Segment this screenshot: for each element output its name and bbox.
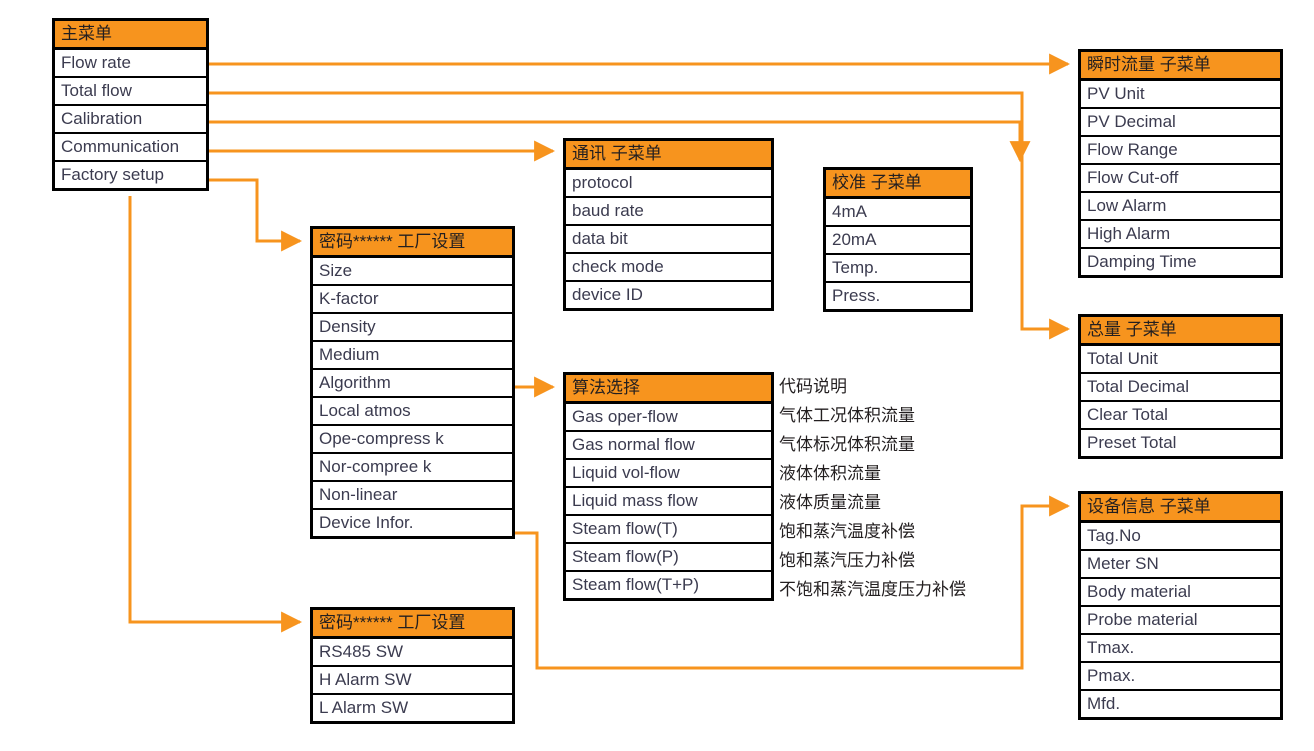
code-description-gas-normal-flow: 气体标况体积流量 xyxy=(779,435,915,454)
flow-rate-item-pv-decimal[interactable]: PV Decimal xyxy=(1081,109,1280,137)
factory-setup-2-menu-box: 密码****** 工厂设置 RS485 SW H Alarm SW L Alar… xyxy=(310,607,515,724)
code-description-header: 代码说明 xyxy=(779,377,847,396)
factory-setup-menu-box: 密码****** 工厂设置 Size K-factor Density Medi… xyxy=(310,226,515,539)
algorithm-item-liquid-mass-flow[interactable]: Liquid mass flow xyxy=(566,488,771,516)
main-menu-box: 主菜单 Flow rate Total flow Calibration Com… xyxy=(52,18,209,191)
calibration-item-temp[interactable]: Temp. xyxy=(826,255,970,283)
calibration-item-4ma[interactable]: 4mA xyxy=(826,199,970,227)
total-flow-item-preset-total[interactable]: Preset Total xyxy=(1081,430,1280,456)
communication-item-baud-rate[interactable]: baud rate xyxy=(566,198,771,226)
device-info-item-body-material[interactable]: Body material xyxy=(1081,579,1280,607)
device-info-menu-box: 设备信息 子菜单 Tag.No Meter SN Body material P… xyxy=(1078,491,1283,720)
flow-rate-item-pv-unit[interactable]: PV Unit xyxy=(1081,81,1280,109)
factory-setup-item-non-linear[interactable]: Non-linear xyxy=(313,482,512,510)
main-menu-header: 主菜单 xyxy=(55,21,206,50)
communication-item-data-bit[interactable]: data bit xyxy=(566,226,771,254)
factory-setup-item-local-atmos[interactable]: Local atmos xyxy=(313,398,512,426)
communication-item-protocol[interactable]: protocol xyxy=(566,170,771,198)
communication-menu-header: 通讯 子菜单 xyxy=(566,141,771,170)
device-info-item-meter-sn[interactable]: Meter SN xyxy=(1081,551,1280,579)
factory-setup-2-item-h-alarm-sw[interactable]: H Alarm SW xyxy=(313,667,512,695)
total-flow-item-total-decimal[interactable]: Total Decimal xyxy=(1081,374,1280,402)
algorithm-item-liquid-vol-flow[interactable]: Liquid vol-flow xyxy=(566,460,771,488)
device-info-item-pmax[interactable]: Pmax. xyxy=(1081,663,1280,691)
factory-setup-item-density[interactable]: Density xyxy=(313,314,512,342)
algorithm-item-steam-flow-p[interactable]: Steam flow(P) xyxy=(566,544,771,572)
code-description-steam-flow-p: 饱和蒸汽压力补偿 xyxy=(779,551,915,570)
flow-rate-item-high-alarm[interactable]: High Alarm xyxy=(1081,221,1280,249)
factory-setup-item-device-infor[interactable]: Device Infor. xyxy=(313,510,512,536)
main-menu-item-factory-setup[interactable]: Factory setup xyxy=(55,162,206,188)
wire-factory-setup-1 xyxy=(209,178,303,252)
algorithm-item-steam-flow-t[interactable]: Steam flow(T) xyxy=(566,516,771,544)
flow-rate-item-low-alarm[interactable]: Low Alarm xyxy=(1081,193,1280,221)
main-menu-item-calibration[interactable]: Calibration xyxy=(55,106,206,134)
calibration-item-press[interactable]: Press. xyxy=(826,283,970,309)
code-description-steam-flow-tp: 不饱和蒸汽温度压力补偿 xyxy=(779,580,966,599)
factory-setup-2-item-rs485-sw[interactable]: RS485 SW xyxy=(313,639,512,667)
factory-setup-item-k-factor[interactable]: K-factor xyxy=(313,286,512,314)
communication-item-device-id[interactable]: device ID xyxy=(566,282,771,308)
factory-setup-2-menu-header: 密码****** 工厂设置 xyxy=(313,610,512,639)
code-description-column: 代码说明 气体工况体积流量 气体标况体积流量 液体体积流量 液体质量流量 饱和蒸… xyxy=(779,372,1069,604)
main-menu-item-flow-rate[interactable]: Flow rate xyxy=(55,50,206,78)
factory-setup-item-size[interactable]: Size xyxy=(313,258,512,286)
factory-setup-item-medium[interactable]: Medium xyxy=(313,342,512,370)
factory-setup-item-ope-compress-k[interactable]: Ope-compress k xyxy=(313,426,512,454)
total-flow-item-total-unit[interactable]: Total Unit xyxy=(1081,346,1280,374)
flow-rate-item-flow-range[interactable]: Flow Range xyxy=(1081,137,1280,165)
factory-setup-item-nor-compree-k[interactable]: Nor-compree k xyxy=(313,454,512,482)
wire-factory-setup-2 xyxy=(128,196,303,633)
algorithm-item-gas-normal-flow[interactable]: Gas normal flow xyxy=(566,432,771,460)
factory-setup-2-item-l-alarm-sw[interactable]: L Alarm SW xyxy=(313,695,512,721)
calibration-menu-header: 校准 子菜单 xyxy=(826,170,970,199)
flow-rate-menu-box: 瞬时流量 子菜单 PV Unit PV Decimal Flow Range F… xyxy=(1078,49,1283,278)
calibration-item-20ma[interactable]: 20mA xyxy=(826,227,970,255)
total-flow-menu-box: 总量 子菜单 Total Unit Total Decimal Clear To… xyxy=(1078,314,1283,459)
factory-setup-item-algorithm[interactable]: Algorithm xyxy=(313,370,512,398)
algorithm-menu-box: 算法选择 Gas oper-flow Gas normal flow Liqui… xyxy=(563,372,774,601)
code-description-steam-flow-t: 饱和蒸汽温度补偿 xyxy=(779,522,915,541)
main-menu-item-communication[interactable]: Communication xyxy=(55,134,206,162)
code-description-gas-oper-flow: 气体工况体积流量 xyxy=(779,406,915,425)
algorithm-menu-header: 算法选择 xyxy=(566,375,771,404)
factory-setup-menu-header: 密码****** 工厂设置 xyxy=(313,229,512,258)
device-info-item-tmax[interactable]: Tmax. xyxy=(1081,635,1280,663)
communication-item-check-mode[interactable]: check mode xyxy=(566,254,771,282)
code-description-liquid-mass-flow: 液体质量流量 xyxy=(779,493,881,512)
communication-menu-box: 通讯 子菜单 protocol baud rate data bit check… xyxy=(563,138,774,311)
device-info-item-mfd[interactable]: Mfd. xyxy=(1081,691,1280,717)
device-info-item-probe-material[interactable]: Probe material xyxy=(1081,607,1280,635)
device-info-menu-header: 设备信息 子菜单 xyxy=(1081,494,1280,523)
device-info-item-tag-no[interactable]: Tag.No xyxy=(1081,523,1280,551)
algorithm-item-steam-flow-tp[interactable]: Steam flow(T+P) xyxy=(566,572,771,598)
flow-rate-item-damping-time[interactable]: Damping Time xyxy=(1081,249,1280,275)
flow-rate-item-flow-cut-off[interactable]: Flow Cut-off xyxy=(1081,165,1280,193)
algorithm-item-gas-oper-flow[interactable]: Gas oper-flow xyxy=(566,404,771,432)
flow-rate-menu-header: 瞬时流量 子菜单 xyxy=(1081,52,1280,81)
calibration-menu-box: 校准 子菜单 4mA 20mA Temp. Press. xyxy=(823,167,973,312)
main-menu-item-total-flow[interactable]: Total flow xyxy=(55,78,206,106)
total-flow-item-clear-total[interactable]: Clear Total xyxy=(1081,402,1280,430)
code-description-liquid-vol-flow: 液体体积流量 xyxy=(779,464,881,483)
total-flow-menu-header: 总量 子菜单 xyxy=(1081,317,1280,346)
